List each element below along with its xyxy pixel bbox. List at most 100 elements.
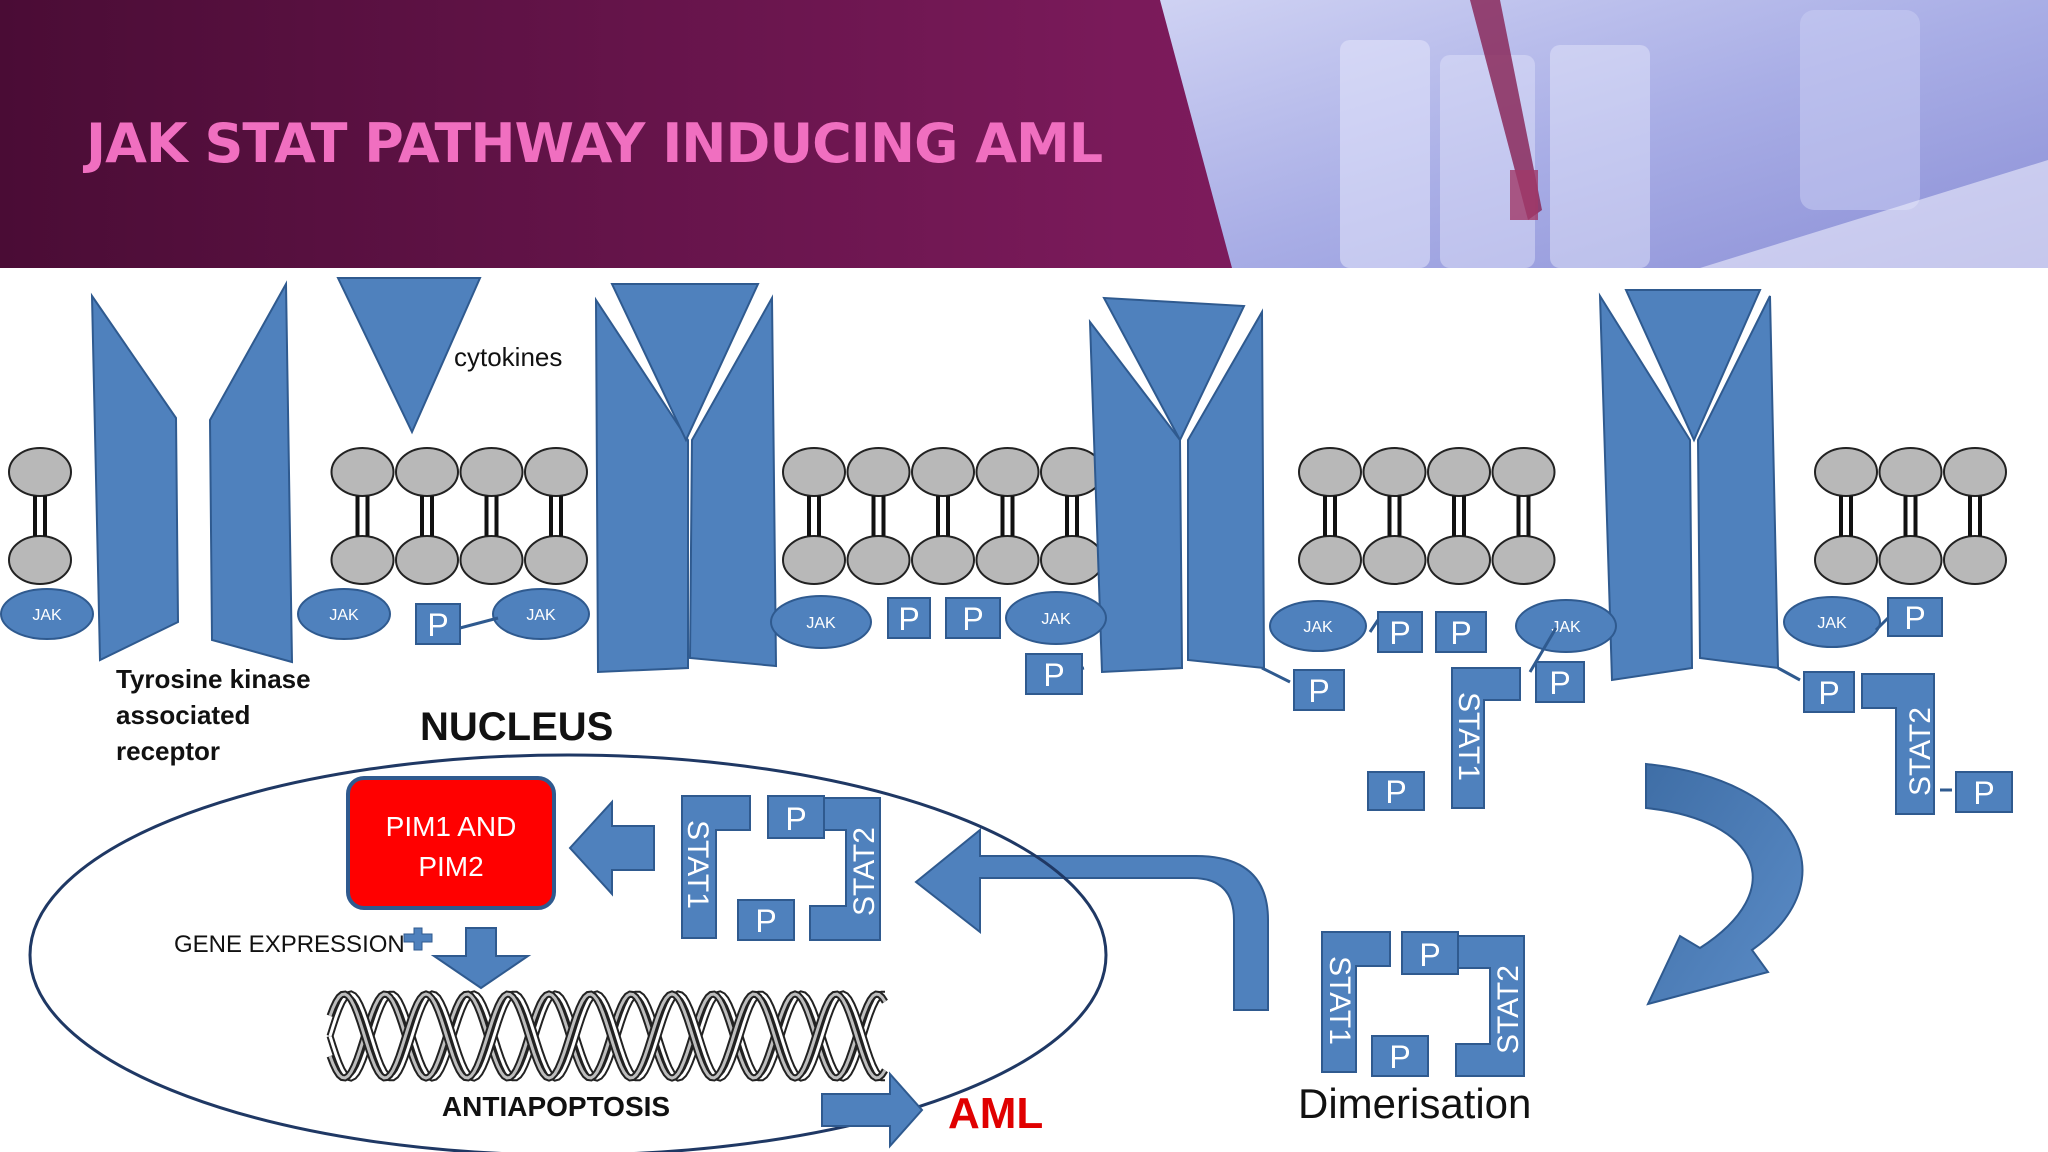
lipid-head (782, 447, 846, 497)
phosphate: P (767, 795, 825, 839)
svg-text:P: P (1818, 675, 1839, 711)
dna-strand (328, 992, 885, 1080)
svg-text:P: P (427, 607, 448, 643)
lipid-head (330, 535, 395, 585)
jak-protein: JAK (492, 588, 590, 640)
svg-text:P: P (1450, 615, 1471, 651)
dimerisation-label: Dimerisation (1298, 1080, 1531, 1127)
page-title: JAK STAT PATHWAY INDUCING AML (86, 112, 1103, 175)
phosphate: P (1803, 671, 1855, 713)
lipid-head (8, 447, 72, 497)
cell-membrane (8, 447, 2007, 585)
svg-text:P: P (1973, 775, 1994, 811)
lipid-head (1040, 535, 1104, 585)
lipid-head (782, 535, 846, 585)
dna-helix (326, 990, 888, 1082)
lab-photo-image (1160, 0, 2048, 268)
dna-strand (328, 992, 887, 1080)
lipid-head (1943, 535, 2007, 585)
lipid-head (8, 535, 72, 585)
receptor-unbound (90, 280, 294, 664)
svg-text:P: P (1419, 937, 1440, 973)
phosphate: P (1377, 611, 1423, 653)
svg-text:P: P (1389, 1039, 1410, 1075)
svg-text:JAK: JAK (526, 607, 556, 624)
jak-protein: JAK (1515, 599, 1617, 653)
svg-text:P: P (1389, 615, 1410, 651)
nucleus-label: NUCLEUS (420, 705, 613, 749)
lipid-head (459, 447, 524, 497)
svg-text:P: P (1385, 774, 1406, 810)
phosphate: P (1025, 653, 1083, 695)
lipid-head (975, 535, 1040, 585)
svg-text:STAT2: STAT2 (1492, 965, 1525, 1054)
lipid-head (524, 535, 588, 585)
stat2-protein: STAT2 (1861, 673, 1937, 815)
lipid-head (1943, 447, 2007, 497)
dna-strand (328, 992, 887, 1080)
svg-text:P: P (1549, 665, 1570, 701)
phosphate: P (887, 597, 931, 639)
stat-dimer-nucleus: STAT1 STAT2 P P (681, 795, 881, 941)
jak-stat-diagram: JAK JAK JAK JAK JAK JAK JAK JAK (0, 277, 2013, 1152)
plus-icon (403, 927, 433, 951)
lipid-head (1814, 447, 1878, 497)
lipid-head (395, 535, 459, 585)
nucleus-membrane (28, 753, 1108, 1152)
aml-label: AML (948, 1089, 1043, 1138)
svg-text:P: P (962, 601, 983, 637)
lipid-head (1298, 447, 1362, 497)
lipid-head (846, 447, 911, 497)
svg-text:P: P (1043, 657, 1064, 693)
receptor-bound-4 (1598, 289, 1780, 682)
lipid-head (524, 447, 588, 497)
phosphate: P (1535, 661, 1585, 703)
lipid-head (911, 447, 975, 497)
pim-box: PIM1 AND PIM2 (346, 776, 556, 910)
svg-text:PIM2: PIM2 (418, 851, 483, 882)
svg-text:STAT2: STAT2 (848, 827, 881, 916)
jak-protein: JAK (770, 595, 872, 649)
phosphate: P (1435, 611, 1487, 653)
lipid-head (1298, 535, 1362, 585)
svg-text:PIM1 AND: PIM1 AND (386, 811, 517, 842)
svg-text:P: P (1308, 673, 1329, 709)
receptor-label: Tyrosine kinase associated receptor (116, 664, 318, 766)
svg-text:STAT1: STAT1 (1452, 692, 1485, 781)
lipid-head (911, 535, 975, 585)
svg-text:JAK: JAK (806, 615, 836, 632)
phosphate: P (1293, 669, 1345, 711)
phosphate: P (1955, 771, 2013, 813)
phosphate: P (1401, 931, 1459, 975)
lipid-head (1491, 447, 1556, 497)
lipid-head (330, 447, 395, 497)
title-banner (0, 0, 2048, 268)
svg-text:P: P (898, 601, 919, 637)
svg-text:JAK: JAK (1303, 619, 1333, 636)
lipid-head (1427, 447, 1491, 497)
antiapoptosis-label: ANTIAPOPTOSIS (442, 1091, 670, 1122)
lipid-head (1878, 447, 1943, 497)
jak-protein: JAK (297, 588, 391, 640)
svg-text:JAK: JAK (1817, 615, 1847, 632)
svg-text:STAT2: STAT2 (1904, 707, 1937, 796)
arrow-to-aml (821, 1071, 924, 1149)
stat-dimer-cytoplasm: STAT1 STAT2 P P (1321, 931, 1525, 1077)
dna-strand (328, 992, 885, 1080)
arrow-to-pim (568, 799, 655, 897)
jak-protein: JAK (1269, 600, 1367, 652)
phosphate: P (1367, 771, 1425, 811)
gene-expression-label: GENE EXPRESSION (174, 931, 405, 958)
svg-text:JAK: JAK (1041, 611, 1071, 628)
lipid-head (459, 535, 524, 585)
phosphate: P (945, 597, 1001, 639)
cytokine-ligand (336, 277, 482, 435)
bent-arrow-into-nucleus (914, 827, 1269, 1011)
lipid-head (1362, 535, 1427, 585)
svg-text:P: P (1904, 600, 1925, 636)
stat1-protein: STAT1 (1451, 667, 1521, 809)
phosphate: P (415, 603, 461, 645)
lipid-head (846, 535, 911, 585)
phosphate: P (1371, 1035, 1429, 1077)
lipid-head (1878, 535, 1943, 585)
